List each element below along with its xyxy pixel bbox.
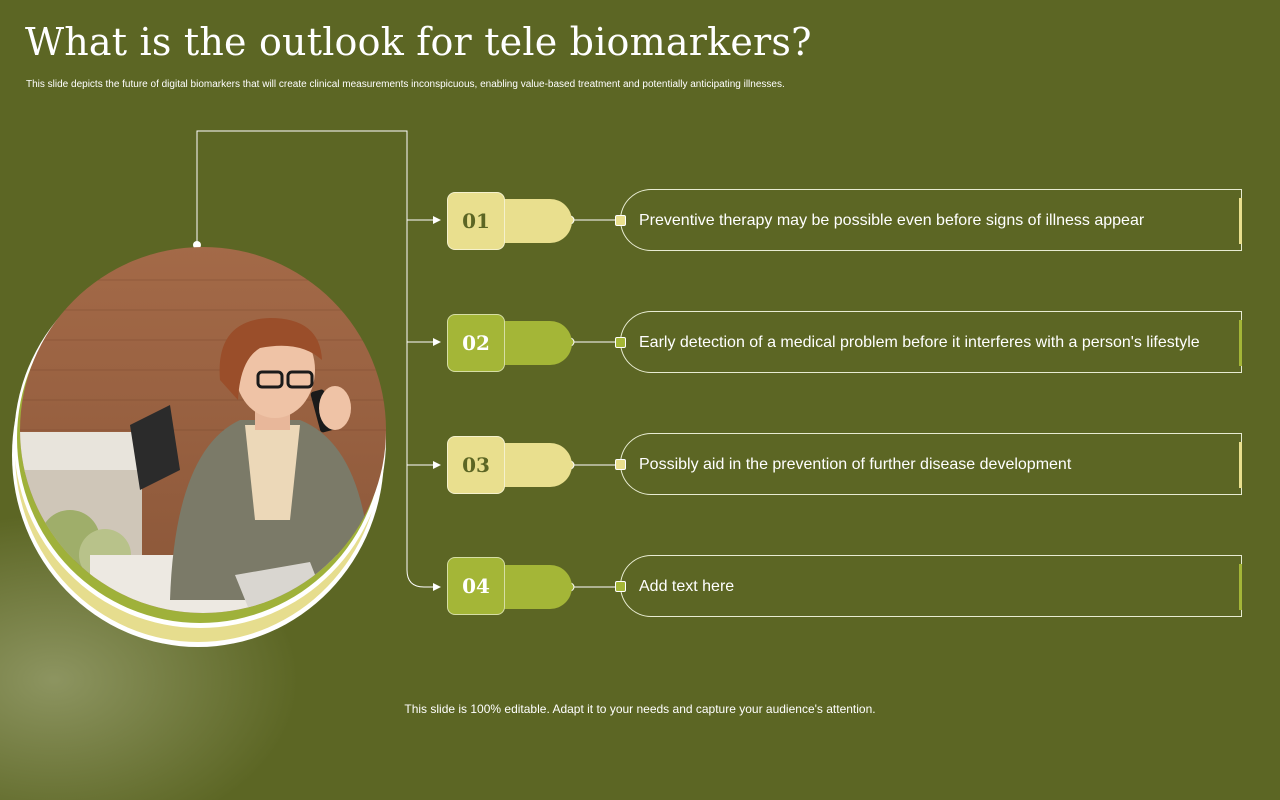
outlook-text-02: Early detection of a medical problem bef… — [639, 334, 1200, 351]
card-marker-icon — [615, 581, 626, 592]
number-label-03: 03 — [462, 453, 490, 477]
number-label-02: 02 — [462, 331, 490, 355]
card-marker-icon — [615, 215, 626, 226]
outlook-text-03: Possibly aid in the prevention of furthe… — [639, 456, 1072, 473]
number-badge-01: 01 — [447, 192, 505, 250]
outlook-card-04: Add text here — [615, 555, 1242, 617]
footer-note: This slide is 100% editable. Adapt it to… — [404, 702, 876, 716]
outlook-card-02: Early detection of a medical problem bef… — [615, 311, 1242, 373]
page-title: What is the outlook for tele biomarkers? — [25, 20, 812, 64]
number-label-04: 04 — [462, 574, 490, 598]
number-label-01: 01 — [462, 209, 490, 233]
connector-lines — [12, 130, 620, 647]
pill-02 — [500, 321, 572, 365]
outlook-text-01: Preventive therapy may be possible even … — [639, 212, 1145, 229]
card-marker-icon — [615, 337, 626, 348]
pill-04 — [500, 565, 572, 609]
woman-on-phone-photo — [20, 247, 386, 613]
page-subtitle: This slide depicts the future of digital… — [26, 79, 785, 90]
outlook-card-01: Preventive therapy may be possible even … — [615, 189, 1242, 251]
number-badge-04: 04 — [447, 557, 505, 615]
pill-03 — [500, 443, 572, 487]
card-marker-icon — [615, 459, 626, 470]
outlook-text-04: Add text here — [639, 578, 735, 595]
pill-01 — [500, 199, 572, 243]
number-badge-02: 02 — [447, 314, 505, 372]
number-badge-03: 03 — [447, 436, 505, 494]
outlook-card-03: Possibly aid in the prevention of furthe… — [615, 433, 1242, 495]
